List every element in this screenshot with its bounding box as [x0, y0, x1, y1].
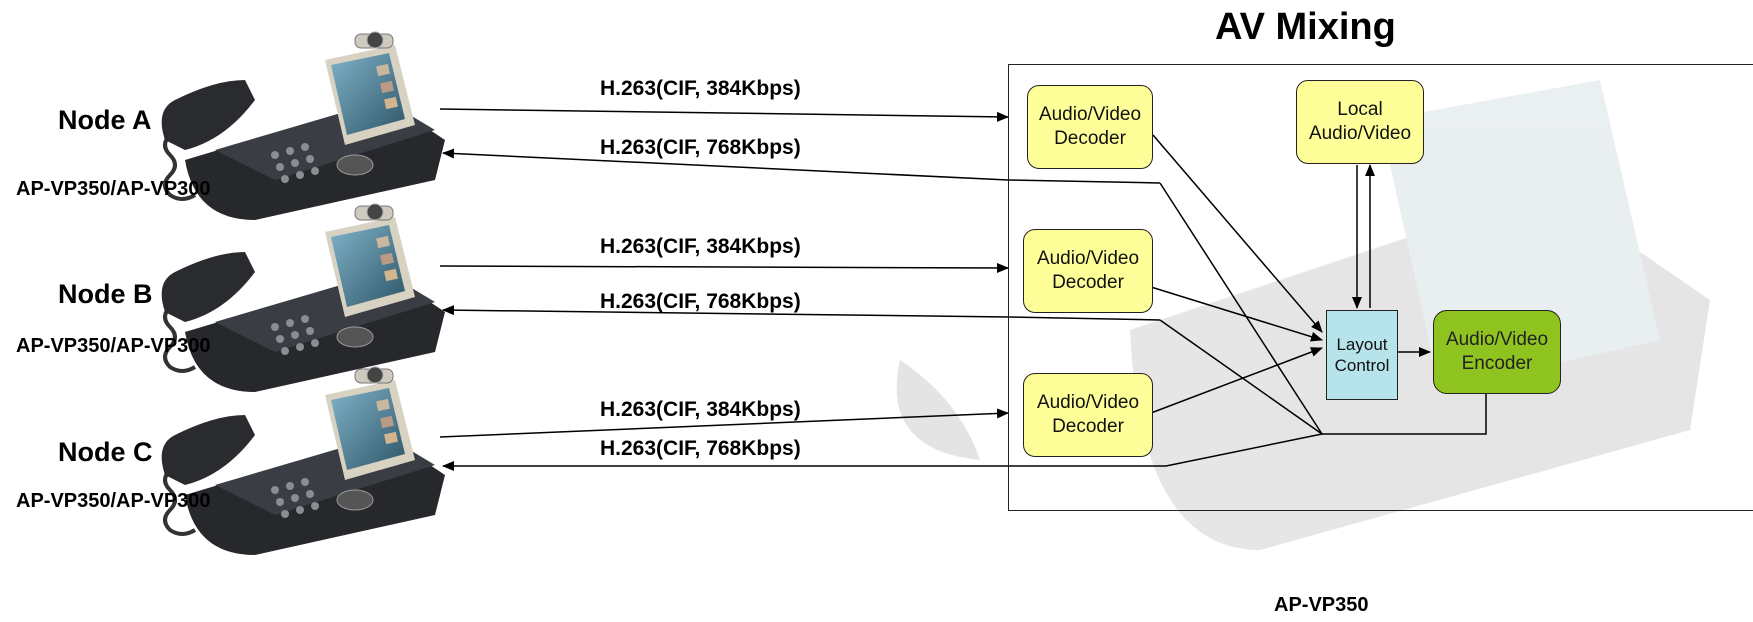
decoder-c-block: Audio/Video Decoder — [1023, 373, 1153, 457]
video-phone-icon — [159, 202, 447, 394]
node-b-label: Node B — [58, 279, 153, 309]
node-c-downlink-label: H.263(CIF, 768Kbps) — [600, 437, 801, 460]
encoder-block: Audio/Video Encoder — [1433, 310, 1561, 394]
local-av-block: Local Audio/Video — [1296, 80, 1424, 164]
device-model-label: AP-VP350 — [1274, 594, 1369, 616]
node-a-label: Node A — [58, 105, 152, 135]
decoder-b-block: Audio/Video Decoder — [1023, 229, 1153, 313]
layout-control-block: Layout Control — [1326, 310, 1398, 400]
node-b-model: AP-VP350/AP-VP300 — [16, 335, 211, 357]
node-c-label: Node C — [58, 437, 153, 467]
node-b-uplink-label: H.263(CIF, 384Kbps) — [600, 235, 801, 258]
video-phone-icon — [159, 365, 447, 557]
node-c-uplink-label: H.263(CIF, 384Kbps) — [600, 398, 801, 421]
av-mixing-title: AV Mixing — [1215, 6, 1396, 48]
node-b-downlink-label: H.263(CIF, 768Kbps) — [600, 290, 801, 313]
node-a-model: AP-VP350/AP-VP300 — [16, 178, 211, 200]
av-mixing-container — [1008, 64, 1753, 511]
node-c-model: AP-VP350/AP-VP300 — [16, 490, 211, 512]
node-a-downlink-label: H.263(CIF, 768Kbps) — [600, 136, 801, 159]
node-a-uplink-label: H.263(CIF, 384Kbps) — [600, 77, 801, 100]
decoder-a-block: Audio/Video Decoder — [1027, 85, 1153, 169]
